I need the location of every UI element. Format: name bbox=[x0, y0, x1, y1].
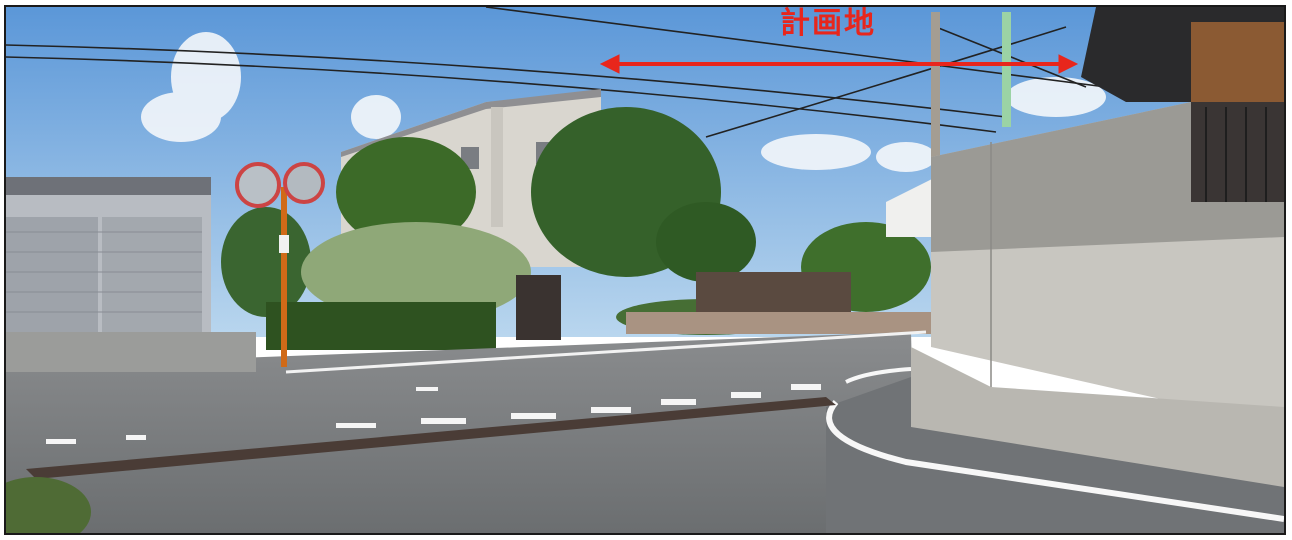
median-strip bbox=[26, 397, 836, 479]
street-photo bbox=[6, 7, 1284, 533]
traffic-mirror bbox=[235, 162, 325, 367]
utility-pole-green bbox=[1002, 12, 1011, 127]
garage bbox=[6, 177, 211, 332]
white-building bbox=[886, 177, 936, 237]
gate-post bbox=[516, 275, 561, 340]
shed bbox=[1081, 7, 1284, 202]
photo-frame: 計画地 bbox=[4, 5, 1286, 535]
sidewalk bbox=[6, 332, 256, 372]
crosswalk-line bbox=[285, 330, 927, 374]
grass-patch bbox=[6, 477, 91, 533]
road-markings bbox=[46, 384, 821, 444]
wooden-fence bbox=[696, 272, 851, 312]
curb-line-top bbox=[845, 367, 912, 384]
utility-pole bbox=[931, 12, 940, 172]
site-arrow bbox=[599, 54, 1079, 74]
site-label: 計画地 bbox=[780, 6, 876, 41]
curb-line bbox=[826, 400, 1284, 522]
clouds bbox=[141, 32, 1106, 172]
stone-edge bbox=[626, 312, 931, 334]
